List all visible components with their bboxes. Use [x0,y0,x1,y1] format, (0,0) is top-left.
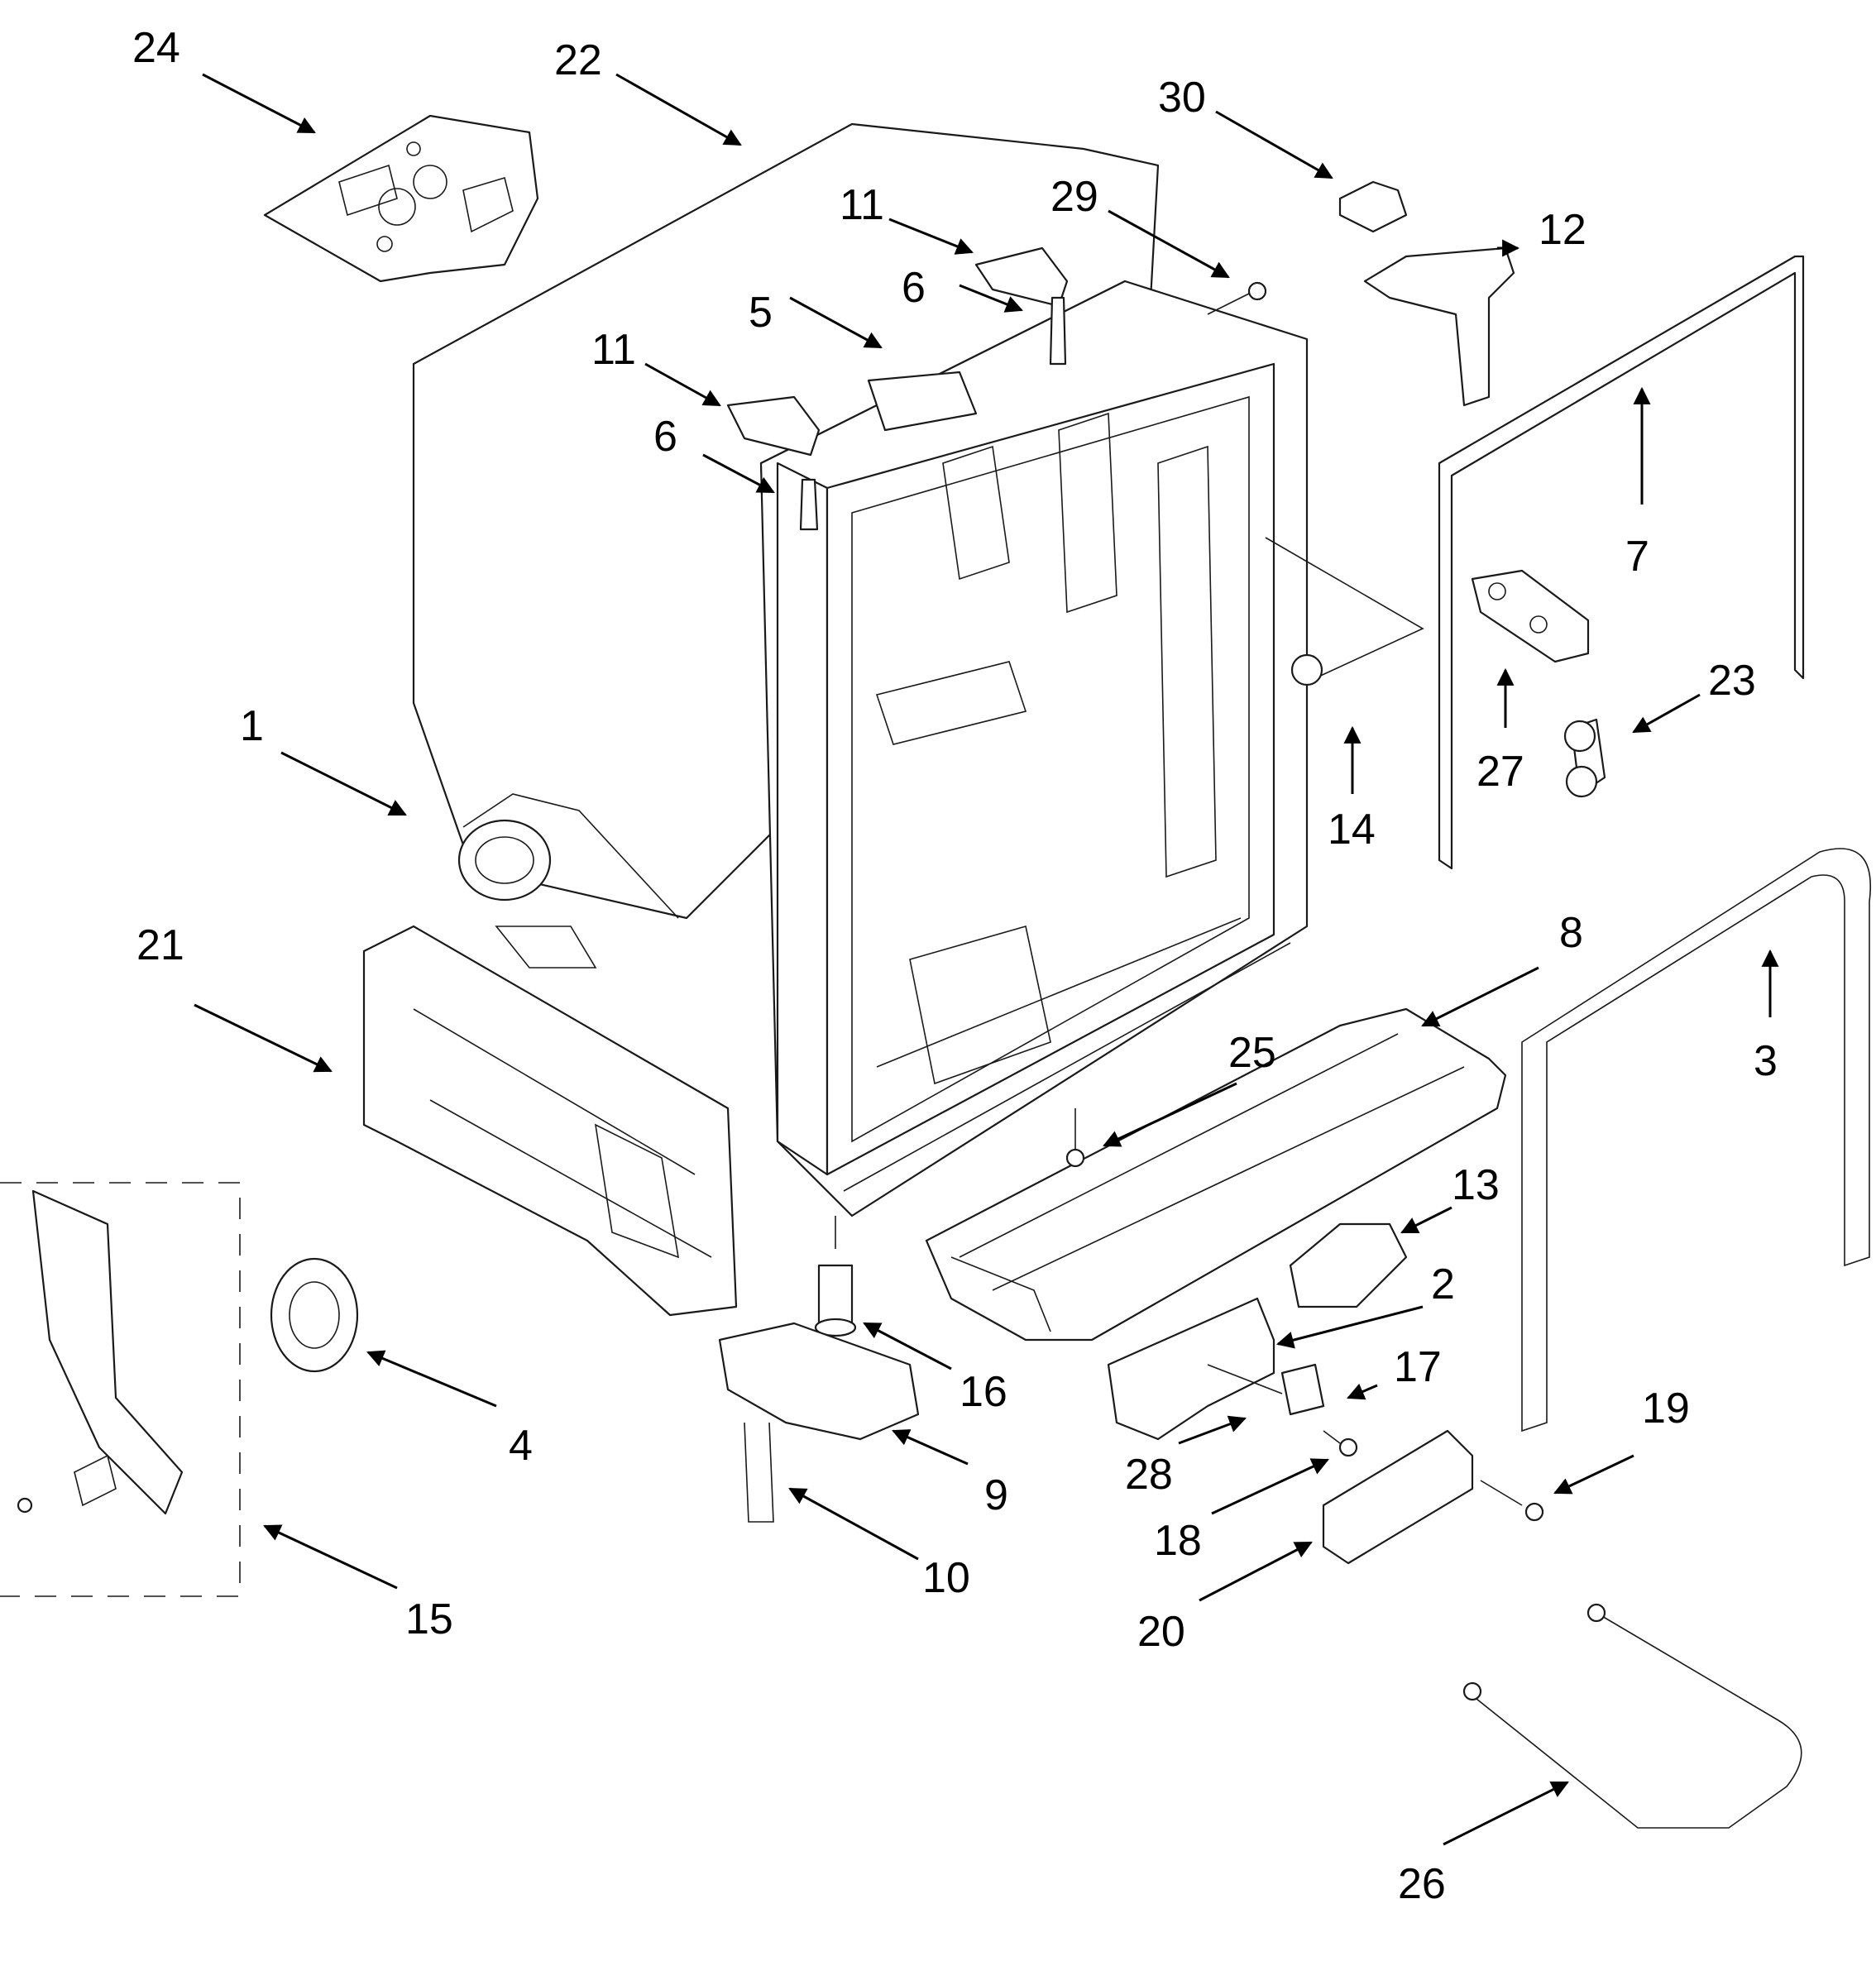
callout-19: 19 [1642,1385,1690,1433]
part-18-screw [1323,1430,1358,1457]
callout-8: 8 [1559,909,1583,957]
part-19-screw [1480,1480,1544,1522]
part-25-screw [1065,1108,1085,1168]
callout-2: 2 [1431,1260,1455,1308]
callout-20: 20 [1137,1608,1185,1656]
callout-26: 26 [1398,1860,1446,1908]
callout-17: 17 [1394,1343,1442,1391]
callout-11-lower: 11 [591,326,636,374]
callout-9: 9 [984,1471,1008,1519]
callout-labels: 24 22 30 29 12 11 6 5 11 6 7 23 27 14 1 … [132,24,1778,1908]
part-30-clip [1338,180,1408,233]
part-15-assembly [0,1182,241,1597]
part-20-cover [1322,1429,1474,1565]
callout-29: 29 [1050,173,1098,221]
callout-12: 12 [1539,206,1586,254]
part-11-bracket-upper [974,246,1069,308]
part-10-hose [744,1422,774,1523]
part-26-heating-element [1462,1603,1802,1829]
callout-30: 30 [1158,74,1206,122]
part-17-switch [1280,1363,1325,1416]
part-22-insulation-blanket [412,122,1160,969]
part-7-side-panel [1438,255,1805,870]
part-13-float [1289,1222,1408,1308]
part-5-bracket [867,371,978,432]
part-1-tub [759,280,1309,1217]
part-29-screw [1207,281,1267,315]
callout-28: 28 [1125,1451,1173,1499]
part-6-screw-upper [1049,296,1067,366]
callout-21: 21 [136,921,184,969]
part-16-spring [814,1216,857,1337]
callout-25: 25 [1228,1029,1276,1077]
callout-6-upper: 6 [902,264,926,312]
callout-18: 18 [1154,1517,1202,1565]
part-11-bracket-lower [726,395,821,457]
callout-leaders [194,73,1779,1846]
part-21-base-frame [362,925,738,1317]
part-8-base-pan [925,1007,1507,1342]
part-12-bracket [1363,246,1515,407]
callout-3: 3 [1754,1037,1778,1085]
callout-11-upper: 11 [840,181,884,229]
callout-24: 24 [132,24,180,72]
callout-22: 22 [554,36,602,84]
callout-7: 7 [1625,533,1649,581]
callout-4: 4 [509,1422,533,1470]
callout-16: 16 [960,1368,1007,1416]
part-2-bracket [1107,1297,1275,1441]
part-6-screw-lower [799,478,819,531]
part-3-gasket [1521,848,1871,1433]
part-24-hardware-bag [263,114,539,283]
callout-14: 14 [1328,806,1376,854]
part-28-wire [1207,1364,1283,1394]
callout-13: 13 [1452,1161,1500,1209]
part-4-pump [270,1257,359,1373]
callout-23: 23 [1708,657,1756,705]
part-23-roller [1563,718,1606,798]
part-14-plug [1265,537,1424,686]
callout-5: 5 [749,289,773,337]
callout-1: 1 [240,702,264,750]
part-9-holder [718,1322,920,1441]
callout-6-lower: 6 [653,413,677,461]
callout-15: 15 [405,1595,453,1643]
callout-27: 27 [1476,748,1524,796]
callout-10: 10 [922,1554,970,1602]
part-27-hinge [1471,569,1590,663]
